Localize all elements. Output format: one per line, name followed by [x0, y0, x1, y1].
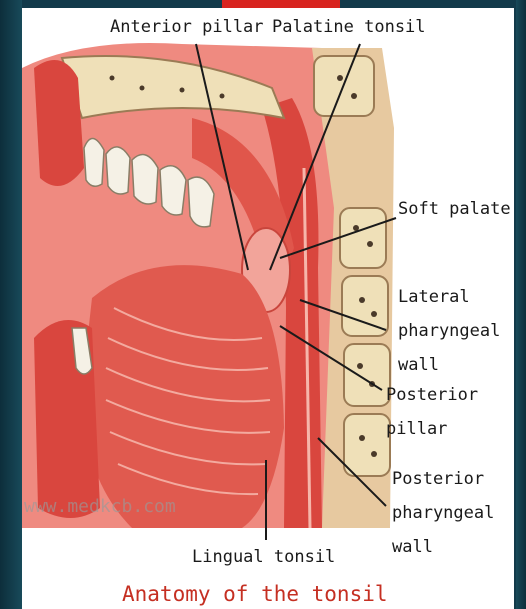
posterior-pharyngeal-wall-label-line1: Posterior: [392, 468, 484, 490]
posterior-pillar-label-line2: pillar: [386, 418, 447, 440]
figure-caption: Anatomy of the tonsil: [122, 582, 388, 606]
lateral-pharyngeal-wall-label-line2: pharyngeal: [398, 320, 500, 342]
palatine-tonsil-label: Palatine tonsil: [272, 16, 426, 38]
posterior-pillar-label-line1: Posterior: [386, 384, 478, 406]
anterior-pillar-label: Anterior pillar: [110, 16, 264, 38]
diagram-canvas: Anterior pillar Palatine tonsil Soft pal…: [22, 8, 514, 609]
soft-palate-label: Soft palate: [398, 198, 511, 220]
lateral-pharyngeal-wall-label-line3: wall: [398, 354, 439, 376]
lingual-tonsil-label: Lingual tonsil: [192, 546, 335, 568]
right-frame-border: [516, 0, 526, 609]
watermark-text: www.medkcb.com: [24, 496, 176, 517]
posterior-pharyngeal-wall-label-line3: wall: [392, 536, 433, 558]
left-frame-border: [0, 0, 22, 609]
posterior-pharyngeal-wall-label-line2: pharyngeal: [392, 502, 494, 524]
lateral-pharyngeal-wall-label-line1: Lateral: [398, 286, 470, 308]
